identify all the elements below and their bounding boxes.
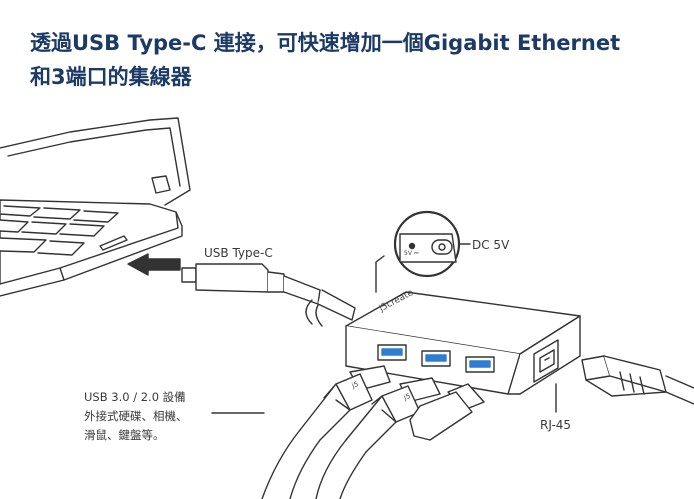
insert-arrow — [127, 253, 181, 276]
rj45-port — [533, 339, 559, 383]
title-line-1: 透過USB Type-C 連接，可快速增加一個Gigabit Ethernet — [30, 31, 621, 55]
desc-line-2: 外接式硬碟、相機、 — [84, 409, 188, 423]
label-usb-type-c: USB Type-C — [204, 246, 273, 260]
dc-port-callout — [375, 210, 471, 293]
title-line-2: 和3端口的集線器 — [30, 65, 192, 89]
usb-port-2 — [421, 350, 451, 367]
usb-c-cable — [181, 263, 356, 327]
desc-line-1: USB 3.0 / 2.0 設備 — [84, 390, 186, 404]
flash-drive — [409, 383, 485, 441]
desc-line-3: 滑鼠、鍵盤等。 — [84, 428, 165, 442]
usb-port-3 — [465, 356, 495, 373]
usb-devices-description: USB 3.0 / 2.0 設備 外接式硬碟、相機、 滑鼠、鍵盤等。 — [84, 388, 188, 445]
usb-a-plug-1 — [261, 365, 391, 499]
usb-port-1 — [377, 344, 407, 361]
label-dc-5v: DC 5V — [472, 238, 510, 252]
ethernet-cable — [581, 355, 694, 405]
usb-a-plug-2 — [315, 377, 441, 499]
dc-port-marking: 5V ⎓ — [404, 250, 419, 257]
label-rj45: RJ-45 — [540, 418, 572, 432]
page-title: 透過USB Type-C 連接，可快速增加一個Gigabit Ethernet … — [30, 26, 670, 94]
laptop — [0, 117, 191, 297]
